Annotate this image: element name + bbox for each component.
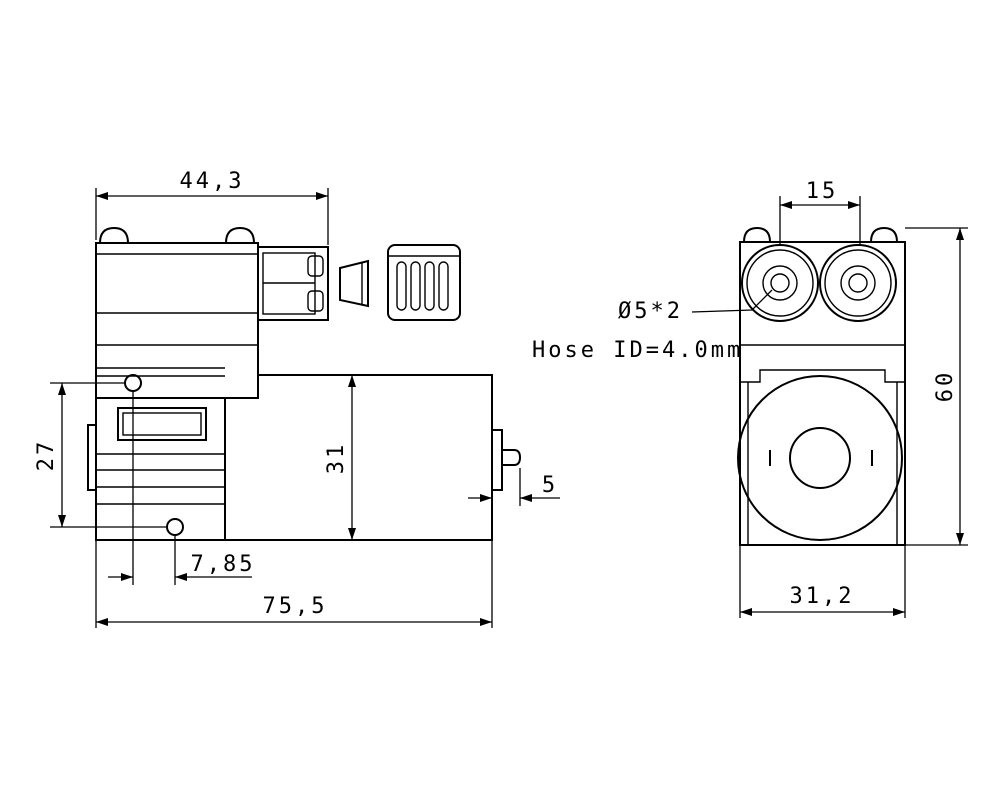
dimension-motor-label: 31 — [324, 442, 349, 475]
port-callout-label: Ø5*2 — [618, 299, 683, 324]
dimension-left-label: 27 — [34, 439, 59, 472]
port-left — [741, 244, 819, 322]
screw-head-right — [870, 226, 898, 243]
dimension-shaft-label: 5 — [542, 473, 558, 498]
dimension-shaft: 5 — [468, 468, 560, 506]
connector-slot — [307, 255, 324, 277]
motor-body — [96, 374, 493, 541]
hose-fitting — [339, 259, 369, 308]
front-outline — [739, 241, 906, 546]
coil-housing-step — [740, 369, 905, 383]
label-window — [117, 407, 207, 441]
dimension-motor: 31 — [324, 375, 356, 540]
dimension-height: 60 — [905, 227, 968, 546]
dimension-ports-label: 15 — [806, 179, 839, 204]
label-window-inner — [122, 412, 202, 436]
front-view: 15 Ø5*2 Hose ID=4.0mm 60 31,2 — [532, 179, 968, 618]
dimension-left: 27 — [34, 382, 167, 528]
dimension-width-label: 31,2 — [790, 584, 855, 609]
dimension-hole-label: 7,85 — [191, 552, 256, 577]
mounting-hole-top — [124, 374, 142, 392]
dimension-overall-label: 75,5 — [263, 594, 328, 619]
pump-head — [95, 242, 259, 399]
dimension-overall: 75,5 — [95, 540, 493, 628]
coil-inner — [789, 427, 851, 489]
coil-outer — [737, 375, 903, 541]
dimension-top: 44,3 — [95, 169, 329, 245]
hose-label: Hose ID=4.0mm — [532, 338, 743, 363]
nut-rib — [396, 261, 407, 311]
dimension-width: 31,2 — [739, 545, 906, 618]
dimension-top-label: 44,3 — [180, 169, 245, 194]
connector-body — [257, 246, 329, 321]
shaft — [502, 449, 522, 466]
screw-head-left — [99, 226, 129, 244]
nut-rib — [438, 261, 449, 311]
screw-head-left — [743, 226, 771, 243]
connector-slot — [307, 290, 324, 312]
shaft-collar — [491, 429, 503, 491]
nut-rib — [410, 261, 421, 311]
side-tab — [87, 424, 97, 491]
dimension-ports: 15 — [779, 179, 861, 246]
nut-rib — [424, 261, 435, 311]
port-leader-line — [691, 289, 773, 313]
port-right — [819, 244, 897, 322]
dimension-hole: 7,85 — [108, 391, 256, 585]
ribbed-nut — [387, 244, 461, 321]
screw-head-right — [225, 226, 255, 244]
side-view: 44,3 27 31 5 7,85 — [34, 169, 560, 628]
dimension-height-label: 60 — [933, 370, 958, 403]
mounting-hole-bottom — [166, 518, 184, 536]
